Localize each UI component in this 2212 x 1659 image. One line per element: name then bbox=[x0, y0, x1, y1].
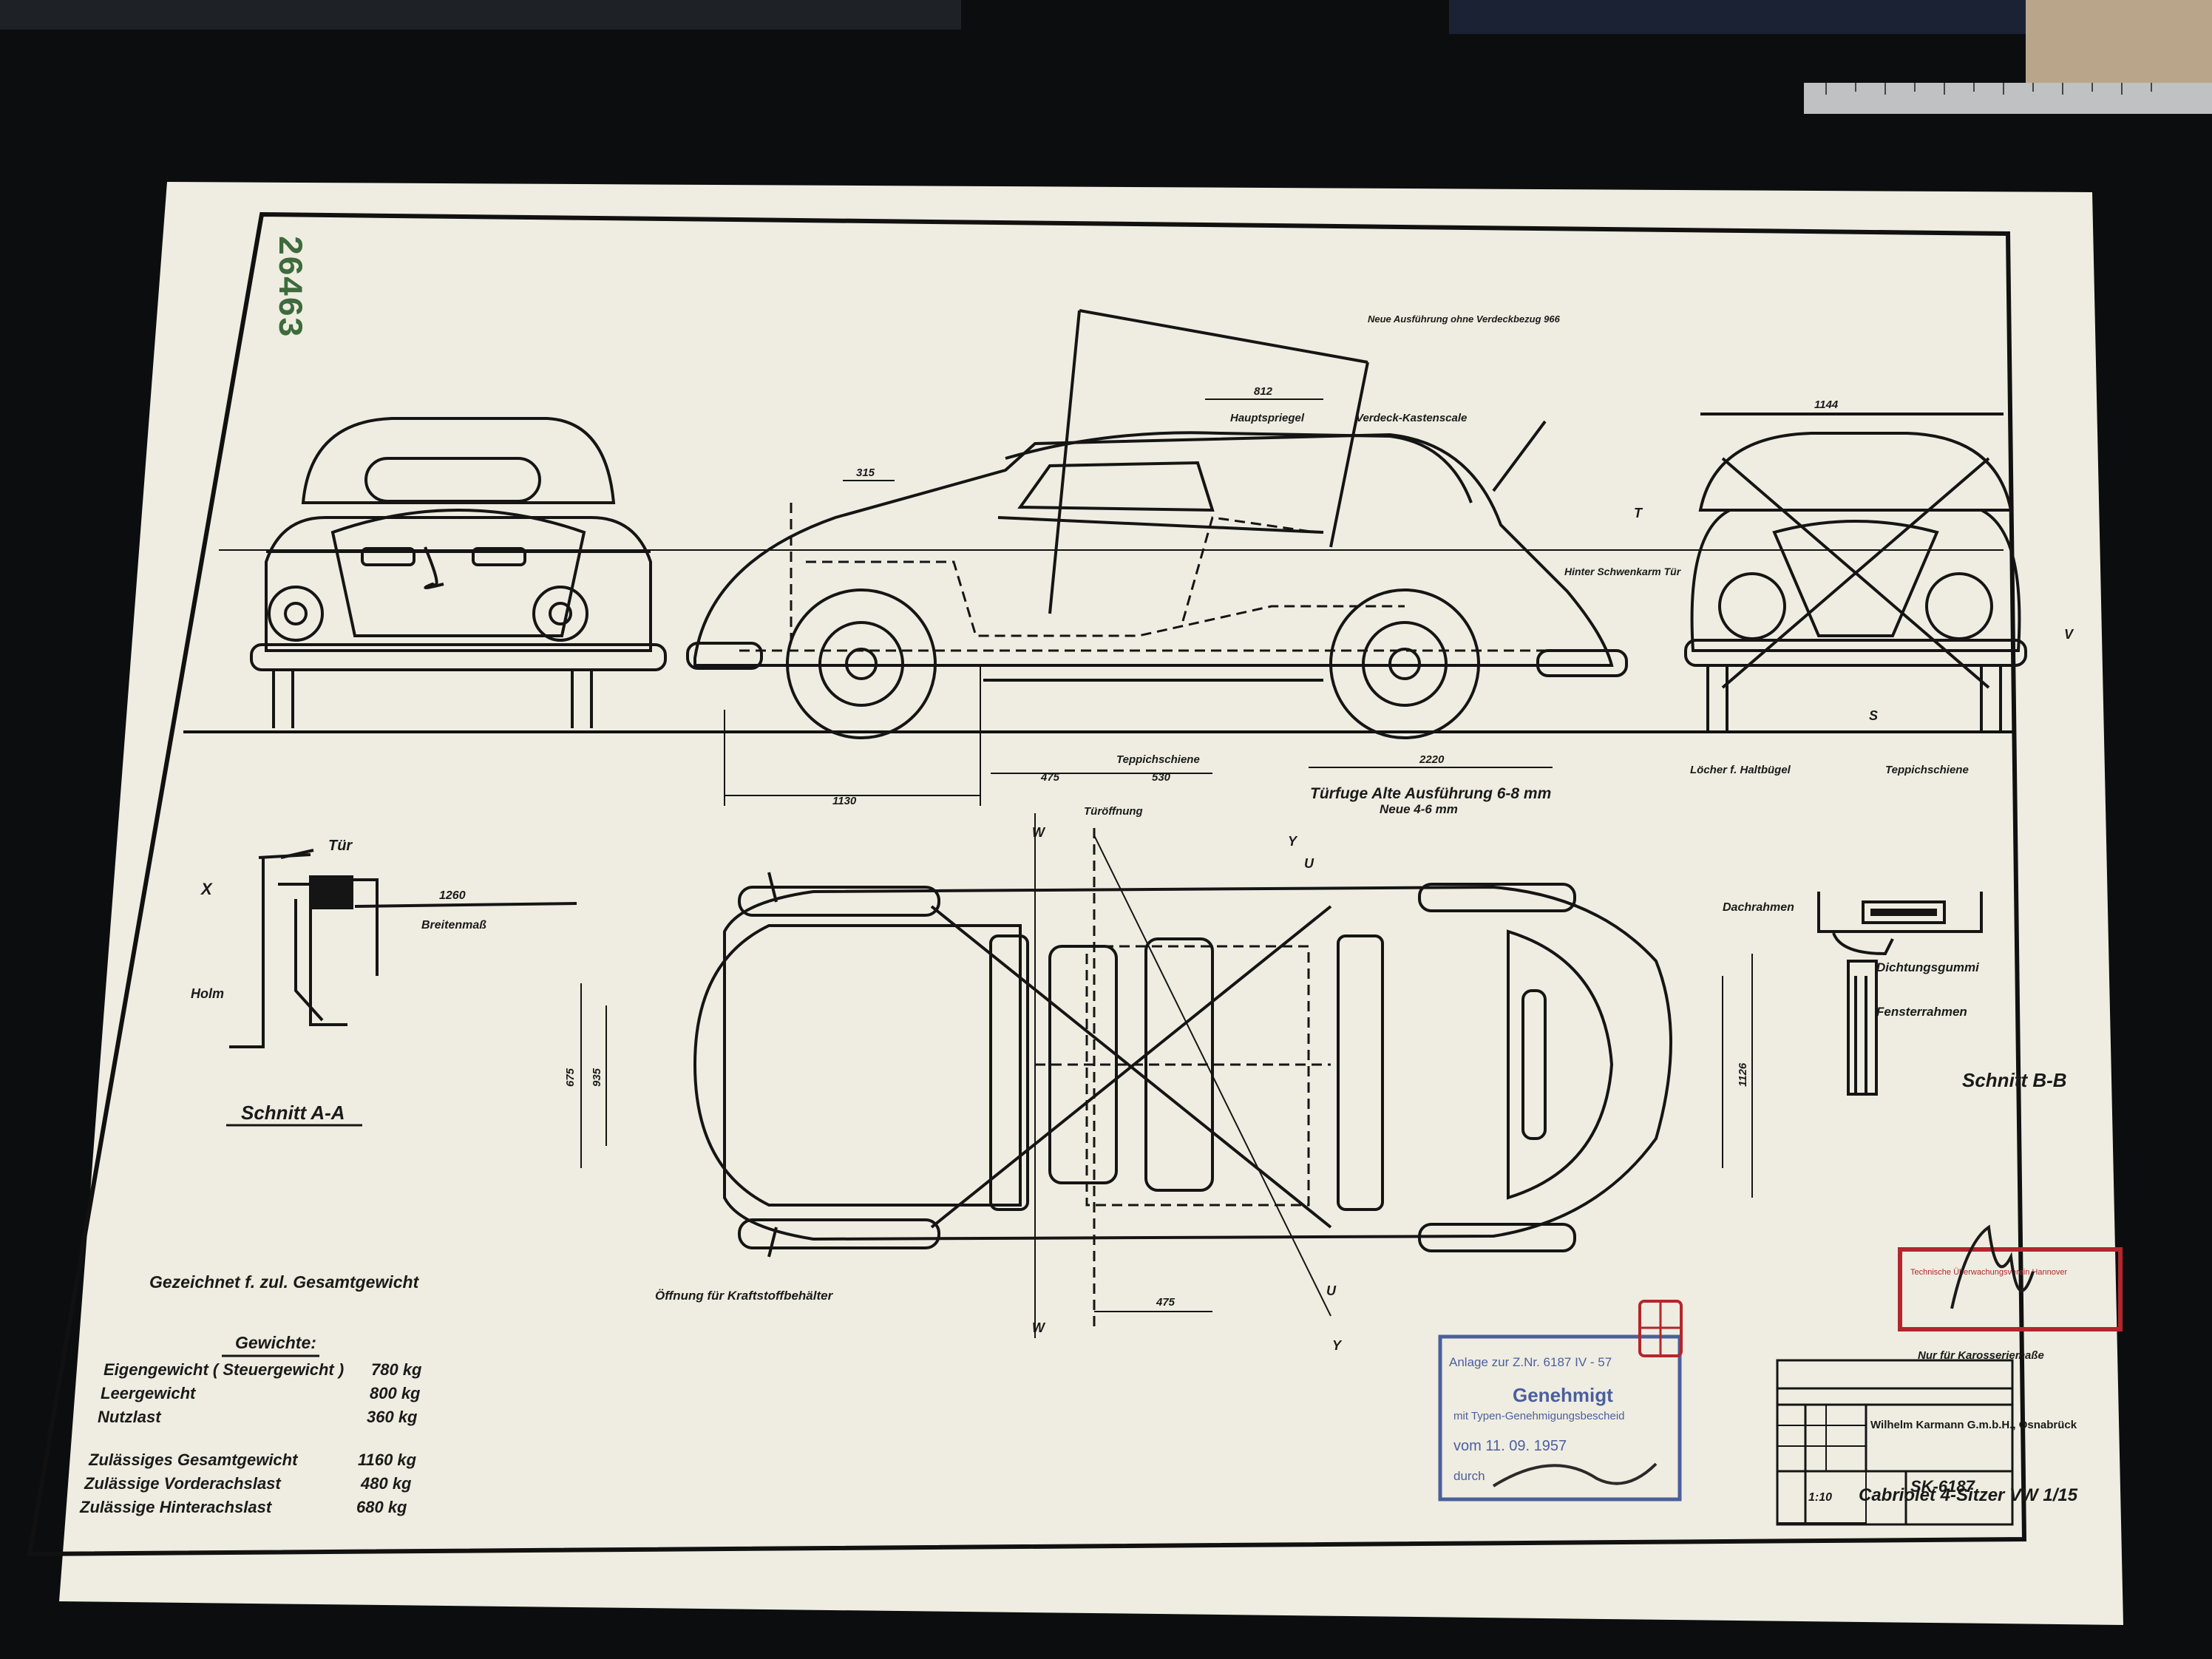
serial-number: 26463 bbox=[269, 235, 308, 337]
label-x: X bbox=[200, 880, 213, 898]
weight-row-label: Zulässiges Gesamtgewicht bbox=[88, 1451, 299, 1469]
weight-row-value: 360 kg bbox=[367, 1408, 418, 1426]
side-view-drawing bbox=[686, 309, 1628, 739]
dim-315: 315 bbox=[856, 467, 875, 479]
stamp-line3: mit Typen-Genehmigungsbescheid bbox=[1453, 1410, 1625, 1422]
label-verdeck-kastenscale: Verdeck-Kastenscale bbox=[1356, 412, 1467, 424]
label-oeffnung-kraftstoff: Öffnung für Kraftstoffbehälter bbox=[655, 1289, 834, 1303]
dim-1126: 1126 bbox=[1737, 1062, 1749, 1087]
signature-red-stamp bbox=[1950, 1224, 2035, 1309]
dim-530: 530 bbox=[1152, 771, 1171, 784]
label-teppichschiene-front: Teppichschiene bbox=[1885, 764, 1969, 776]
dim-935: 935 bbox=[591, 1068, 603, 1087]
stamp-line2: Genehmigt bbox=[1513, 1384, 1613, 1406]
label-teppichschiene-side: Teppichschiene bbox=[1116, 753, 1200, 766]
view-letter-w-top: W bbox=[1032, 825, 1046, 840]
title-block-scale: 1:10 bbox=[1808, 1491, 1832, 1504]
cardboard-box bbox=[2026, 0, 2212, 89]
view-letter-y-bottom: Y bbox=[1332, 1338, 1343, 1353]
approval-stamp-red: Technische Überwachungsverein Hannover bbox=[1898, 1247, 2123, 1331]
view-letter-u-bottom: U bbox=[1326, 1283, 1337, 1298]
roof-note: Neue Ausführung ohne Verdeckbezug 966 bbox=[1368, 313, 1561, 325]
top-dimension-lines bbox=[580, 813, 1753, 1338]
weight-row-label: Eigengewicht ( Steuergewicht ) bbox=[104, 1360, 344, 1379]
side-dimension-lines bbox=[724, 398, 1553, 806]
paper-sheet bbox=[59, 182, 2123, 1625]
label-hinter-schwenkarm: Hinter Schwenkarm Tür bbox=[1564, 566, 1682, 577]
weights-note: Gezeichnet f. zul. Gesamtgewicht bbox=[149, 1272, 420, 1292]
label-breitenmass: Breitenmaß bbox=[421, 919, 486, 932]
section-a-drawing bbox=[229, 849, 577, 1048]
weights-rows-group-1: Eigengewicht ( Steuergewicht ) 780 kg Le… bbox=[98, 1360, 422, 1426]
section-b-drawing bbox=[1817, 892, 1983, 1096]
view-letter-u-top: U bbox=[1304, 856, 1314, 871]
view-letter-w-bottom: W bbox=[1032, 1320, 1046, 1335]
label-dachrahmen: Dachrahmen bbox=[1723, 901, 1794, 914]
view-letter-s: S bbox=[1869, 708, 1878, 723]
label-tur: Tür bbox=[328, 838, 353, 854]
dim-675: 675 bbox=[564, 1068, 577, 1087]
label-fensterrahmen: Fensterrahmen bbox=[1876, 1005, 1967, 1019]
section-b-title: Schnitt B-B bbox=[1962, 1069, 2067, 1091]
label-turoffnung: Türöffnung bbox=[1084, 805, 1143, 818]
dim-1130: 1130 bbox=[832, 795, 857, 807]
label-locher: Löcher f. Haltbügel bbox=[1690, 764, 1791, 776]
dim-1144: 1144 bbox=[1814, 398, 1839, 411]
dim-475-top: 475 bbox=[1156, 1296, 1175, 1309]
approval-stamp-blue: Anlage zur Z.Nr. 6187 IV - 57 Genehmigt … bbox=[1438, 1334, 1682, 1502]
ruler-ticks bbox=[1825, 83, 2152, 95]
view-letter-t: T bbox=[1634, 506, 1643, 520]
weight-row-value: 780 kg bbox=[371, 1360, 422, 1379]
dim-812: 812 bbox=[1254, 385, 1273, 398]
background-object bbox=[0, 0, 961, 30]
side-view-dashed bbox=[739, 503, 1553, 652]
weight-row-value: 800 kg bbox=[370, 1384, 421, 1402]
dim-475-side: 475 bbox=[1040, 771, 1060, 784]
weight-row-label: Leergewicht bbox=[101, 1384, 197, 1402]
turfuge-line2: Neue 4-6 mm bbox=[1380, 802, 1458, 816]
stamp-line4: vom 11. 09. 1957 bbox=[1453, 1438, 1567, 1454]
title-block-company: Wilhelm Karmann G.m.b.H., Osnabrück bbox=[1870, 1419, 2077, 1431]
label-holm: Holm bbox=[191, 986, 224, 1001]
turfuge-line1: Türfuge Alte Ausführung 6-8 mm bbox=[1310, 785, 1551, 802]
title-block-left-grid bbox=[1777, 1404, 1867, 1524]
title-block-drawing-no: SK-6187 bbox=[1910, 1477, 1976, 1496]
weight-row-value: 1160 kg bbox=[358, 1451, 417, 1469]
label-hauptspriegel: Hauptspriegel bbox=[1230, 412, 1305, 424]
section-a-title: Schnitt A-A bbox=[241, 1102, 345, 1124]
weights-rows-group-2: Zulässiges Gesamtgewicht 1160 kg Zulässi… bbox=[79, 1451, 417, 1516]
weight-row-label: Zulässige Hinterachslast bbox=[79, 1498, 273, 1516]
title-block-title: Cabriolet 4-Sitzer VW 1/15 bbox=[1859, 1485, 2078, 1505]
weight-row-label: Zulässige Vorderachslast bbox=[84, 1474, 282, 1493]
weights-heading: Gewichte: bbox=[235, 1333, 316, 1352]
view-letter-y-top: Y bbox=[1288, 834, 1298, 849]
stamp-line5: durch bbox=[1453, 1469, 1485, 1483]
label-dichtungsgummi: Dichtungsgummi bbox=[1876, 960, 1980, 974]
dim-1260: 1260 bbox=[439, 889, 466, 902]
signature-blue-stamp bbox=[1492, 1462, 1658, 1487]
dim-2220: 2220 bbox=[1419, 753, 1445, 766]
rear-view-drawing bbox=[250, 417, 667, 728]
top-view-dashed bbox=[1035, 828, 1331, 1331]
view-letter-v: V bbox=[2064, 627, 2074, 642]
title-block-note: Nur für Karosseriemaße bbox=[1918, 1349, 2044, 1362]
drawing-border bbox=[27, 211, 2027, 1557]
background-box bbox=[1449, 0, 2026, 34]
weight-row-value: 680 kg bbox=[356, 1498, 407, 1516]
top-view-drawing bbox=[693, 872, 1672, 1258]
stamp-line1: Anlage zur Z.Nr. 6187 IV - 57 bbox=[1449, 1355, 1612, 1369]
weight-row-label: Nutzlast bbox=[98, 1408, 162, 1426]
red-stamp-line1: Technische Überwachungsverein Hannover bbox=[1910, 1268, 2068, 1277]
metal-ruler bbox=[1804, 83, 2212, 114]
weight-row-value: 480 kg bbox=[360, 1474, 412, 1493]
red-seal-emblem bbox=[1638, 1300, 1683, 1357]
front-view-drawing bbox=[1684, 413, 2027, 730]
